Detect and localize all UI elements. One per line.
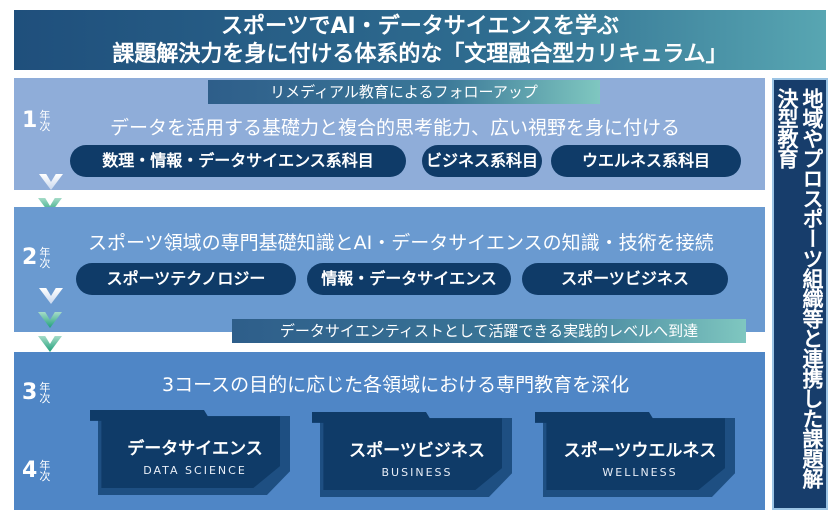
pill-sports-business: スポーツビジネス bbox=[522, 263, 728, 295]
year-unit: 年次 bbox=[39, 246, 51, 270]
year-number: 3 bbox=[22, 380, 38, 405]
page-title: スポーツでAI・データサイエンスを学ぶ 課題解決力を身に付ける体系的な「文理融合… bbox=[14, 10, 826, 70]
year-number: 4 bbox=[22, 458, 38, 483]
pill-business: ビジネス系科目 bbox=[422, 145, 542, 177]
year34-heading: 3コースの目的に応じた各領域における専門教育を深化 bbox=[162, 374, 630, 396]
pill-info-data: 情報・データサイエンス bbox=[307, 263, 511, 295]
course-card-data-science: データサイエンス DATA SCIENCE bbox=[90, 410, 290, 495]
pill-sports-tech: スポーツテクノロジー bbox=[76, 263, 296, 295]
course-card-business: スポーツビジネス BUSINESS bbox=[312, 412, 512, 497]
year-number: 2 bbox=[22, 245, 38, 270]
year-unit: 年次 bbox=[39, 381, 51, 405]
title-line2: 課題解決力を身に付ける体系的な「文理融合型カリキュラム」 bbox=[112, 42, 728, 67]
year-unit: 年次 bbox=[39, 459, 51, 483]
side-banner: 地域やプロスポーツ組織等と連携した課題解決型教育 bbox=[772, 78, 828, 510]
year-unit: 年次 bbox=[39, 109, 51, 133]
year2-heading: スポーツ領域の専門基礎知識とAI・データサイエンスの知識・技術を接続 bbox=[88, 232, 714, 254]
course-subtitle: WELLNESS bbox=[602, 466, 678, 479]
course-title: スポーツビジネス bbox=[349, 441, 485, 461]
course-card-wellness: スポーツウエルネス WELLNESS bbox=[535, 412, 735, 497]
year1-heading: データを活用する基礎力と複合的思考能力、広い視野を身に付ける bbox=[110, 117, 681, 139]
course-subtitle: DATA SCIENCE bbox=[143, 464, 247, 477]
data-scientist-banner: データサイエンティストとして活躍できる実践的レベルへ到達 bbox=[232, 319, 746, 343]
arrow-down-icon bbox=[38, 336, 62, 352]
remedial-banner: リメディアル教育によるフォローアップ bbox=[208, 80, 600, 104]
title-line1: スポーツでAI・データサイエンスを学ぶ bbox=[220, 14, 620, 39]
course-title: データサイエンス bbox=[127, 439, 263, 459]
pill-wellness: ウエルネス系科目 bbox=[551, 145, 741, 177]
course-subtitle: BUSINESS bbox=[381, 466, 453, 479]
pill-math-data: 数理・情報・データサイエンス系科目 bbox=[70, 145, 406, 177]
year-number: 1 bbox=[22, 108, 38, 133]
course-title: スポーツウエルネス bbox=[563, 441, 717, 461]
